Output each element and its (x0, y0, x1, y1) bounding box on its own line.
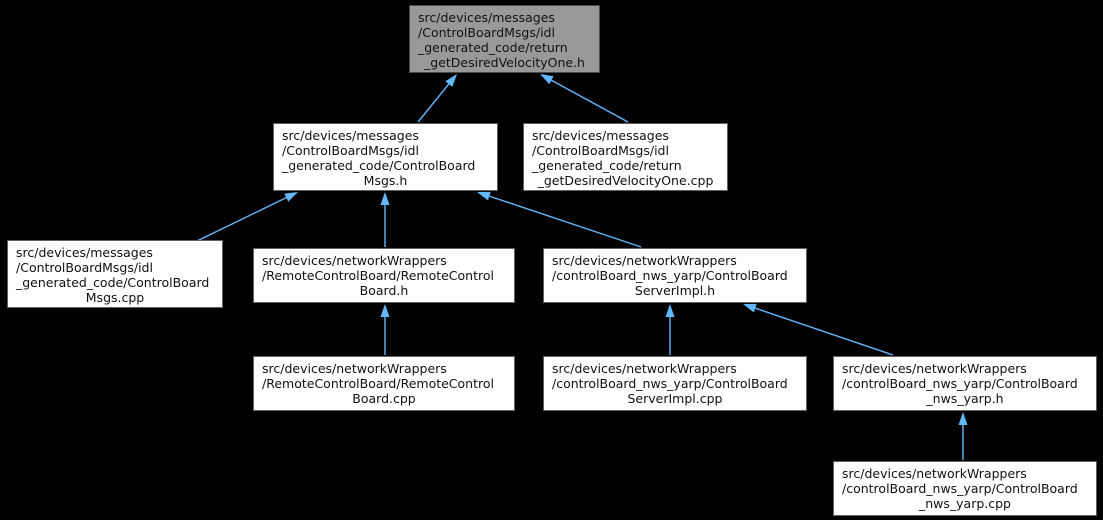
node-controlboardmsgs-cpp[interactable]: src/devices/messages/ControlBoardMsgs/id… (7, 240, 223, 308)
edge-ControlBoard_nws_yarp_h-to-ControlBoardServerImpl_h (755, 307, 894, 356)
node-label-line: Board.h (359, 283, 409, 298)
node-label-line: /controlBoard_nws_yarp/ControlBoard (552, 376, 788, 391)
node-label-line: /ControlBoardMsgs/idl (282, 143, 419, 158)
arrowhead-icon (380, 192, 390, 205)
node-label-line: src/devices/messages (16, 245, 153, 260)
node-label-line: src/devices/networkWrappers (842, 361, 1027, 376)
node-label-line: src/devices/networkWrappers (262, 253, 447, 268)
node-label-line: src/devices/networkWrappers (552, 361, 737, 376)
node-label-line: Board.cpp (352, 391, 416, 406)
node-label-line: _nws_yarp.cpp (918, 496, 1011, 511)
node-label-line: /ControlBoardMsgs/idl (16, 260, 153, 275)
node-label-line: src/devices/messages (532, 128, 669, 143)
node-return-getdesiredvelocityone-h[interactable]: src/devices/messages/ControlBoardMsgs/id… (409, 5, 600, 73)
node-controlboardmsgs-h[interactable]: src/devices/messages/ControlBoardMsgs/id… (273, 123, 498, 191)
node-label-line: /ControlBoardMsgs/idl (532, 143, 669, 158)
node-controlboardserverimpl-cpp[interactable]: src/devices/networkWrappers/controlBoard… (543, 356, 807, 411)
node-controlboard-nws-yarp-h[interactable]: src/devices/networkWrappers/controlBoard… (833, 356, 1097, 411)
node-label-line: /controlBoard_nws_yarp/ControlBoard (842, 376, 1078, 391)
node-label-line: src/devices/networkWrappers (842, 466, 1027, 481)
node-label-line: /controlBoard_nws_yarp/ControlBoard (552, 268, 788, 283)
node-label-line: _getDesiredVelocityOne.cpp (537, 173, 714, 188)
node-label-line: Msgs.h (363, 173, 408, 188)
node-remotecontrolboard-h[interactable]: src/devices/networkWrappers/RemoteContro… (253, 248, 515, 303)
node-label-line: /RemoteControlBoard/RemoteControl (262, 376, 494, 391)
node-controlboardserverimpl-h[interactable]: src/devices/networkWrappers/controlBoard… (543, 248, 807, 303)
edge-ControlBoardMsgs_cpp-to-ControlBoardMsgs_h (196, 197, 287, 242)
node-label-line: Msgs.cpp (85, 290, 145, 305)
node-remotecontrolboard-cpp[interactable]: src/devices/networkWrappers/RemoteContro… (253, 356, 515, 411)
edge-return_getDesiredVelocityOne_cpp-to-return_getDesiredVelocityOne_h (551, 79, 629, 123)
node-label-line: src/devices/networkWrappers (262, 361, 447, 376)
node-label-line: src/devices/messages (418, 10, 555, 25)
arrowhead-icon (743, 303, 757, 313)
arrowhead-icon (665, 304, 675, 317)
arrowhead-icon (445, 74, 457, 87)
arrowhead-icon (958, 412, 968, 425)
node-label-line: _getDesiredVelocityOne.h (424, 55, 585, 70)
node-return-getdesiredvelocityone-cpp[interactable]: src/devices/messages/ControlBoardMsgs/id… (523, 123, 728, 191)
arrowhead-icon (284, 192, 298, 202)
node-label-line: ServerImpl.h (634, 283, 716, 298)
node-label-line: _generated_code/ControlBoard (16, 275, 210, 290)
arrowhead-icon (540, 74, 554, 85)
arrowhead-icon (380, 304, 390, 317)
edge-ControlBoardServerImpl_h-to-ControlBoardMsgs_h (489, 195, 642, 248)
node-label-line: _nws_yarp.h (926, 391, 1004, 406)
node-label-line: src/devices/messages (282, 128, 419, 143)
edge-ControlBoardMsgs_h-to-return_getDesiredVelocityOne_h (417, 83, 450, 123)
node-controlboard-nws-yarp-cpp[interactable]: src/devices/networkWrappers/controlBoard… (833, 461, 1097, 516)
node-label-line: _generated_code/return (418, 40, 568, 55)
node-label-line: /ControlBoardMsgs/idl (418, 25, 555, 40)
node-label-line: src/devices/networkWrappers (552, 253, 737, 268)
node-label-line: ServerImpl.cpp (627, 391, 723, 406)
node-label-line: _generated_code/return (532, 158, 682, 173)
node-label-line: /RemoteControlBoard/RemoteControl (262, 268, 494, 283)
node-label-line: _generated_code/ControlBoard (282, 158, 476, 173)
arrowhead-icon (477, 191, 491, 201)
node-label-line: /controlBoard_nws_yarp/ControlBoard (842, 481, 1078, 496)
